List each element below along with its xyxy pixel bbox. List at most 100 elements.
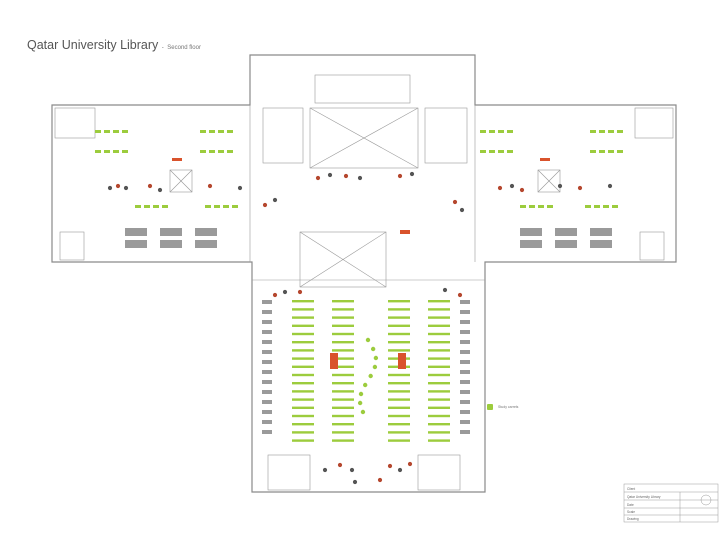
lounge-chair	[457, 292, 463, 298]
seat	[357, 400, 363, 406]
study-carrel	[292, 414, 314, 418]
service-desk	[172, 158, 182, 161]
study-carrel	[292, 382, 314, 385]
lounge-chair	[147, 183, 153, 189]
group-table	[398, 353, 406, 369]
study-carrel	[332, 398, 354, 401]
workstation	[125, 240, 147, 248]
tb-row3: Date	[627, 503, 634, 507]
wing-table	[594, 205, 600, 208]
lounge-chair	[327, 172, 333, 178]
stair-br	[417, 454, 461, 491]
lounge-chair	[157, 187, 163, 193]
workstation	[195, 228, 217, 236]
wing-table	[218, 150, 224, 153]
study-carrel	[292, 390, 314, 393]
study-carrel	[332, 300, 354, 303]
study-carrel	[292, 300, 314, 303]
study-carrel	[428, 341, 450, 344]
lounge-chair	[397, 467, 403, 473]
lounge-chair	[272, 292, 278, 298]
lounge-chair	[577, 185, 583, 191]
void-right-wing	[537, 169, 561, 193]
study-carrel	[428, 300, 450, 303]
shelf	[460, 360, 470, 364]
lounge-chair	[397, 173, 403, 179]
shelf	[262, 320, 272, 324]
study-carrel	[428, 316, 450, 319]
wing-table	[480, 150, 486, 153]
study-carrel	[292, 341, 314, 344]
lounge-chair	[322, 467, 328, 473]
wing-table	[599, 150, 605, 153]
title-block-frame	[623, 483, 719, 523]
study-carrel	[428, 398, 450, 401]
study-carrel	[388, 398, 410, 401]
wing-table	[612, 205, 618, 208]
study-carrel	[292, 324, 314, 327]
shelf	[262, 400, 272, 404]
study-carrel	[332, 332, 354, 336]
workstation	[160, 228, 182, 236]
wing-table	[489, 150, 495, 153]
workstation	[520, 240, 542, 248]
study-carrel	[292, 406, 314, 409]
study-carrel	[332, 308, 354, 311]
void-right-d2	[537, 169, 561, 193]
seat	[372, 364, 378, 370]
study-carrel	[428, 332, 450, 336]
atrium-upper	[309, 107, 419, 169]
workstation	[195, 240, 217, 248]
building-outline	[51, 54, 677, 493]
wing-table	[153, 205, 159, 208]
study-carrel	[428, 349, 450, 352]
shelf	[262, 330, 272, 334]
study-carrel	[388, 308, 410, 311]
shelf	[460, 370, 470, 374]
wing-table	[547, 205, 553, 208]
lounge-chair	[115, 183, 121, 189]
lounge-chair	[107, 185, 113, 191]
wing-table	[209, 130, 215, 133]
shelf	[460, 420, 470, 424]
lounge-chair	[272, 197, 278, 203]
shelf	[262, 340, 272, 344]
workstation	[590, 228, 612, 236]
shelf	[460, 310, 470, 314]
lounge-chair	[207, 183, 213, 189]
wing-table	[113, 150, 119, 153]
study-carrel	[332, 390, 354, 393]
shelf	[460, 330, 470, 334]
core-right	[424, 107, 468, 164]
study-carrel	[292, 349, 314, 352]
lounge-chair	[123, 185, 129, 191]
seat	[370, 346, 376, 352]
study-carrel	[428, 357, 450, 360]
stair-wr	[639, 231, 665, 261]
core-left	[262, 107, 304, 164]
shelf	[262, 410, 272, 414]
wing-table	[95, 150, 101, 153]
study-carrel	[388, 431, 410, 434]
wing-table	[480, 130, 486, 133]
wing-table	[529, 205, 535, 208]
page-title: Qatar University Library - Second floor	[27, 38, 201, 52]
wing-table	[498, 130, 504, 133]
shelf	[262, 390, 272, 394]
seat	[360, 409, 366, 415]
wing-table	[489, 130, 495, 133]
workstation	[555, 228, 577, 236]
study-carrel	[332, 382, 354, 385]
study-carrel	[332, 341, 354, 344]
study-carrel	[428, 390, 450, 393]
wing-table	[135, 205, 141, 208]
study-carrel	[332, 316, 354, 319]
wing-table	[232, 205, 238, 208]
title-subtitle: Second floor	[167, 45, 201, 51]
wing-table	[95, 130, 101, 133]
service-desk	[540, 158, 550, 161]
wc-left	[54, 107, 96, 139]
shelf	[262, 350, 272, 354]
wing-table	[205, 205, 211, 208]
workstation	[160, 240, 182, 248]
